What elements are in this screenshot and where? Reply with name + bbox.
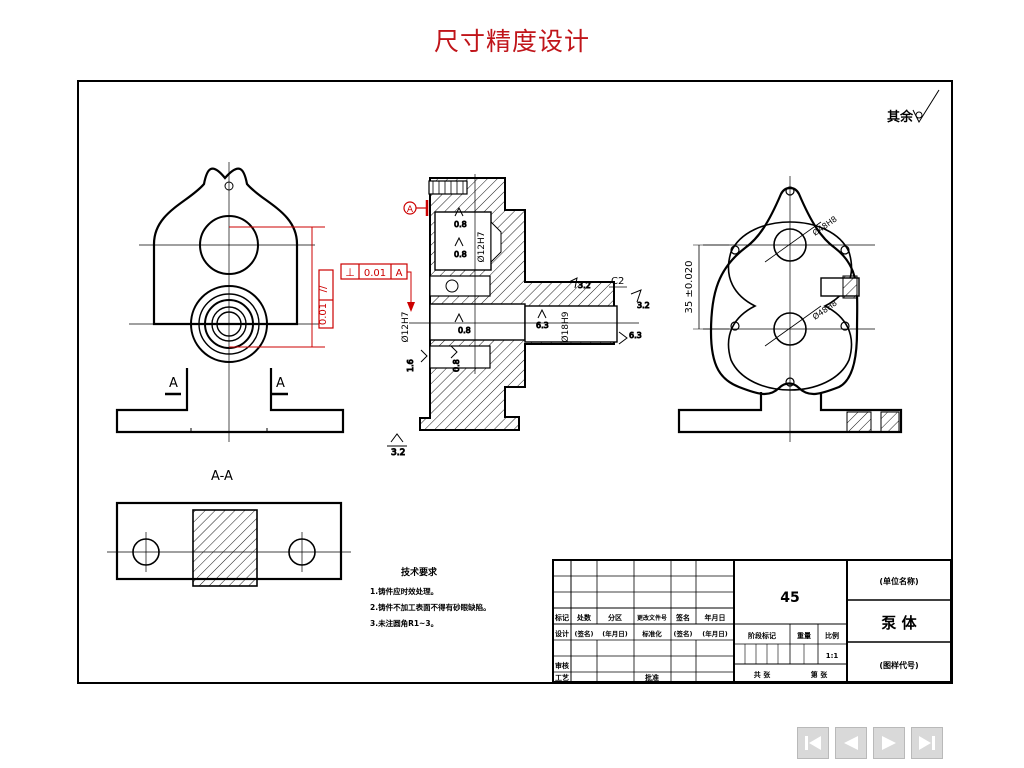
svg-text:(签名): (签名): [674, 629, 693, 638]
side-section-view: [409, 174, 639, 431]
skip-to-start-icon: [805, 736, 821, 750]
next-slide-button[interactable]: [873, 727, 905, 759]
parallelism-symbol: //: [318, 285, 329, 292]
svg-text:Ø12H7: Ø12H7: [400, 311, 411, 342]
svg-text:标记: 标记: [554, 613, 569, 622]
svg-text:2.铸件不加工表面不得有砂眼缺陷。: 2.铸件不加工表面不得有砂眼缺陷。: [370, 602, 491, 612]
svg-text:0.01: 0.01: [318, 303, 329, 325]
svg-text:3.2: 3.2: [578, 281, 591, 290]
svg-text:技术要求: 技术要求: [401, 566, 438, 578]
svg-text:签名: 签名: [675, 613, 690, 622]
last-slide-button[interactable]: [911, 727, 943, 759]
svg-text:0.01: 0.01: [364, 268, 386, 279]
title-block-text: 45 (单位名称) 泵 体 (图样代号) 标记 处数 分区 更改文件号 签名 年…: [554, 576, 919, 682]
svg-text:审核: 审核: [555, 661, 569, 670]
svg-text:0.8: 0.8: [452, 359, 461, 372]
datum-a: A: [403, 200, 429, 216]
svg-text:标准化: 标准化: [641, 629, 662, 638]
section-cut-marks: A A: [165, 376, 288, 396]
technical-requirements: 技术要求 1.铸件应时效处理。 2.铸件不加工表面不得有砂眼缺陷。 3.未注圆角…: [370, 566, 491, 628]
svg-text:Ø18H9: Ø18H9: [560, 311, 571, 342]
svg-text:⊥: ⊥: [345, 266, 355, 279]
skip-to-end-icon: [919, 736, 935, 750]
svg-text:工艺: 工艺: [555, 673, 569, 682]
roughness-marks: 0.8 0.8 0.8 1.6 0.8 6.3 3.2 3.2 6.3 3.2: [387, 206, 650, 459]
svg-text:A: A: [407, 205, 414, 215]
svg-text:45: 45: [780, 590, 799, 606]
svg-text:1.6: 1.6: [406, 359, 415, 372]
drawing-sheet: 其余 A A // 0.01: [77, 80, 953, 684]
svg-text:(年月日): (年月日): [702, 629, 727, 638]
engineering-drawing: 其余 A A // 0.01: [107, 89, 952, 683]
svg-text:更改文件号: 更改文件号: [637, 614, 667, 622]
svg-text:6.3: 6.3: [629, 331, 642, 340]
svg-text:比例: 比例: [825, 631, 839, 640]
svg-text:Ø48H8: Ø48H8: [810, 298, 838, 322]
dimension-labels: Ø12H7 Ø12H7 Ø18H9 C2: [400, 231, 627, 343]
svg-text:其余: 其余: [887, 109, 914, 125]
previous-slide-button[interactable]: [835, 727, 867, 759]
svg-text:Ø12H7: Ø12H7: [476, 231, 487, 262]
svg-text:第 张: 第 张: [811, 670, 828, 679]
svg-text:(签名): (签名): [575, 629, 594, 638]
svg-text:0.8: 0.8: [454, 220, 467, 229]
svg-text:A: A: [169, 376, 178, 391]
svg-text:1.铸件应时效处理。: 1.铸件应时效处理。: [370, 586, 438, 596]
next-icon: [882, 736, 896, 750]
svg-text:重量: 重量: [797, 631, 811, 640]
surface-finish-note: 其余: [887, 89, 940, 125]
back-view: [677, 176, 903, 442]
svg-text:处数: 处数: [576, 613, 592, 622]
svg-text:A: A: [276, 376, 285, 391]
parallelism-tolerance: // 0.01: [229, 226, 334, 348]
svg-text:(单位名称): (单位名称): [879, 576, 918, 586]
front-view: [115, 162, 345, 442]
svg-text:3.2: 3.2: [637, 301, 650, 310]
perpendicularity-tolerance: ⊥ 0.01 A: [340, 263, 415, 312]
svg-text:阶段标记: 阶段标记: [748, 631, 776, 640]
svg-text:设计: 设计: [555, 629, 569, 638]
roughness-check-icon: [912, 89, 940, 124]
svg-text:1:1: 1:1: [826, 652, 839, 660]
svg-text:泵 体: 泵 体: [881, 614, 917, 632]
svg-text:35 ±0.020: 35 ±0.020: [684, 261, 695, 314]
svg-text:3.未注圆角R1~3。: 3.未注圆角R1~3。: [370, 618, 438, 628]
svg-text:批准: 批准: [645, 673, 659, 682]
svg-text:共 张: 共 张: [754, 670, 771, 679]
svg-text:0.8: 0.8: [458, 326, 471, 335]
svg-text:A: A: [396, 268, 403, 279]
svg-text:分区: 分区: [608, 613, 622, 622]
svg-text:A-A: A-A: [211, 469, 233, 484]
svg-text:(图样代号): (图样代号): [879, 660, 918, 670]
svg-text:0.8: 0.8: [454, 250, 467, 259]
previous-icon: [844, 736, 858, 750]
slide-title: 尺寸精度设计: [433, 27, 590, 56]
first-slide-button[interactable]: [797, 727, 829, 759]
svg-text:3.2: 3.2: [391, 448, 405, 458]
svg-text:(年月日): (年月日): [602, 629, 627, 638]
slide-navigation: [797, 727, 943, 759]
section-a-a: A-A: [107, 469, 351, 587]
svg-text:C2: C2: [611, 276, 624, 287]
svg-text:年月日: 年月日: [705, 613, 726, 622]
svg-text:6.3: 6.3: [536, 321, 549, 330]
